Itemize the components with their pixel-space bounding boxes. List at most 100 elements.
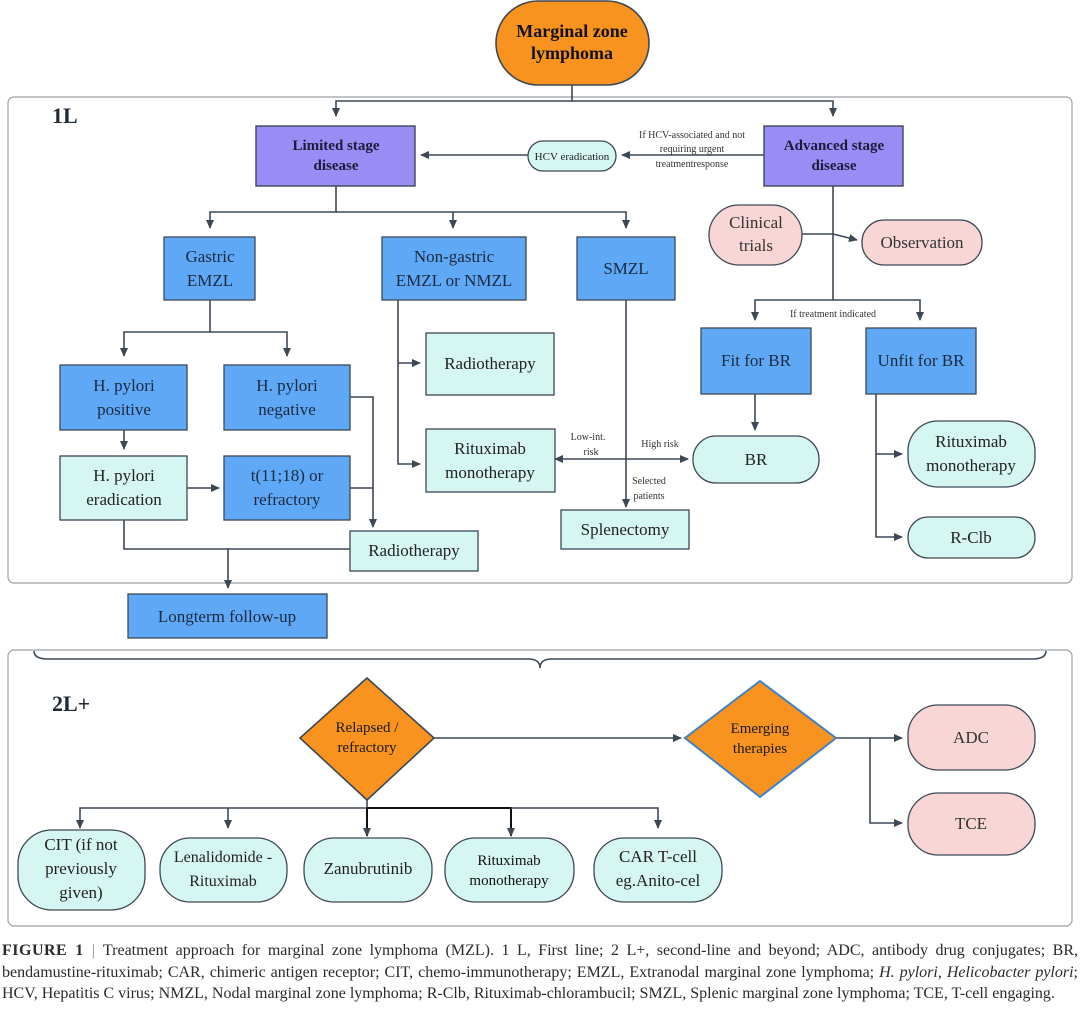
svg-text:Relapsed /: Relapsed / [336,720,400,736]
svg-text:Splenectomy: Splenectomy [581,520,670,539]
edge-root-advanced [572,100,837,117]
svg-text:Radiotherapy: Radiotherapy [368,541,460,560]
br-node: BR [692,435,820,484]
svg-text:monotherapy: monotherapy [445,463,535,482]
zanubrutinib-node: Zanubrutinib [303,837,433,903]
svg-text:H. pylori: H. pylori [256,376,318,395]
emerging-diamond: Emerging therapies [683,679,838,799]
svg-text:trials: trials [739,236,773,255]
radiotherapy-1-node: Radiotherapy [425,332,555,396]
svg-text:H. pylori: H. pylori [93,376,155,395]
rituximab-mono-3-node: Rituximab monotherapy [444,837,575,903]
edge-nongastric-ritux [397,363,421,468]
hp-eradication-node: H. pylori eradication [59,455,188,521]
svg-text:Marginal zone: Marginal zone [516,21,627,41]
hp-negative-node: H. pylori negative [223,364,351,431]
rituximab-mono-1-node: Rituximab monotherapy [425,428,556,493]
caption-label: FIGURE 1 [2,942,84,959]
section-brace [33,650,1047,669]
caption-text-3: ; HCV, Hepatitis C virus; NMZL, Nodal ma… [2,963,1078,1003]
edge-root-split [332,85,573,117]
svg-text:eg.Anito-cel: eg.Anito-cel [616,871,701,890]
hcv-note-label-1: If HCV-associated and not [639,130,745,141]
svg-text:EMZL or NMZL: EMZL or NMZL [396,271,512,290]
edge-limited-smzl [453,211,630,229]
edge-emerging-tce [869,738,903,827]
hcv-eradication-node: HCV eradication [527,140,617,172]
edge-nongastric-rt [397,300,421,367]
svg-text:Observation: Observation [880,233,964,252]
svg-text:therapies: therapies [733,741,787,757]
caption-italic-1: H. pylori [879,963,938,981]
observation-node: Observation [861,219,983,266]
edge-unfit-ritux [875,394,903,458]
adc-node: ADC [907,704,1036,771]
svg-text:BR: BR [745,450,768,469]
svg-text:H. pylori: H. pylori [93,466,155,485]
limited-stage-node: Limited stage disease [255,125,416,187]
caption-text-1: Treatment approach for marginal zone lym… [2,942,1078,981]
root-node: Marginal zone lymphoma [495,0,650,86]
edge-gastric-hp [120,300,211,357]
svg-text:t(11;18) or: t(11;18) or [251,466,324,485]
hcv-note-label-2: requiring urgent [660,144,725,155]
tce-node: TCE [907,792,1036,856]
edge-erad-followup [123,520,232,589]
low-int-label-2: risk [584,447,599,458]
svg-text:Non-gastric: Non-gastric [414,247,495,266]
svg-text:Rituximab: Rituximab [189,873,257,890]
svg-text:Limited stage: Limited stage [292,138,379,154]
longterm-followup-node: Longterm follow-up [127,593,328,639]
svg-text:Clinical: Clinical [729,213,783,232]
svg-text:Rituximab: Rituximab [454,439,526,458]
edge-unfit-rclb [875,454,903,541]
svg-text:Gastric: Gastric [185,247,235,266]
relapsed-diamond: Relapsed / refractory [298,676,436,802]
svg-text:TCE: TCE [955,814,987,833]
svg-text:given): given) [59,883,102,902]
section-1l-frame [7,96,1073,584]
section-2l-frame [7,649,1073,927]
edge-relapsed-car [511,807,662,829]
section-label-1l: 1L [52,103,78,128]
edge-treatment-unfit [833,299,924,321]
treatment-flowchart: 1L 2L+ [7,0,1073,927]
svg-text:Zanubrutinib: Zanubrutinib [324,859,413,878]
svg-text:Rituximab: Rituximab [477,853,540,869]
svg-text:positive: positive [97,400,151,419]
selected-label-2: patients [633,491,664,502]
hcv-note-label-3: treatmentresponse [656,159,729,170]
svg-text:lymphoma: lymphoma [531,43,613,63]
caption-text-2: , [937,963,947,981]
selected-label-1: Selected [632,476,666,487]
hp-positive-node: H. pylori positive [59,364,188,431]
svg-text:Advanced stage: Advanced stage [784,138,885,154]
svg-text:monotherapy: monotherapy [469,873,549,889]
smzl-node: SMZL [576,236,676,301]
len-r-node: Lenalidomide - Rituximab [159,837,288,903]
unfit-br-node: Unfit for BR [865,327,977,395]
svg-text:Radiotherapy: Radiotherapy [444,354,536,373]
r-clb-node: R-Clb [907,516,1036,559]
radiotherapy-2-node: Radiotherapy [349,530,479,572]
edge-hpneg-rt [350,396,377,528]
edge-limited-children [206,186,337,229]
svg-text:Unfit for BR: Unfit for BR [878,351,966,370]
rituximab-mono-2-node: Rituximab monotherapy [907,420,1036,488]
svg-text:monotherapy: monotherapy [926,456,1016,475]
svg-text:R-Clb: R-Clb [950,528,992,547]
t1118-node: t(11;18) or refractory [223,455,351,521]
edge-limited-nongastric [336,211,457,229]
svg-text:Emerging: Emerging [731,721,790,737]
edge-advanced-observation [832,233,858,242]
svg-text:Longterm follow-up: Longterm follow-up [158,607,296,626]
svg-text:CAR T-cell: CAR T-cell [619,847,697,866]
low-int-label-1: Low-int. [571,432,606,443]
high-risk-label: High risk [641,439,679,450]
cit-node: CIT (if not previously given) [17,829,146,911]
svg-text:previously: previously [45,859,117,878]
svg-text:SMZL: SMZL [603,259,648,278]
nongastric-node: Non-gastric EMZL or NMZL [381,236,527,301]
edge-relapsed-ritux [367,807,515,837]
svg-text:Rituximab: Rituximab [935,432,1007,451]
